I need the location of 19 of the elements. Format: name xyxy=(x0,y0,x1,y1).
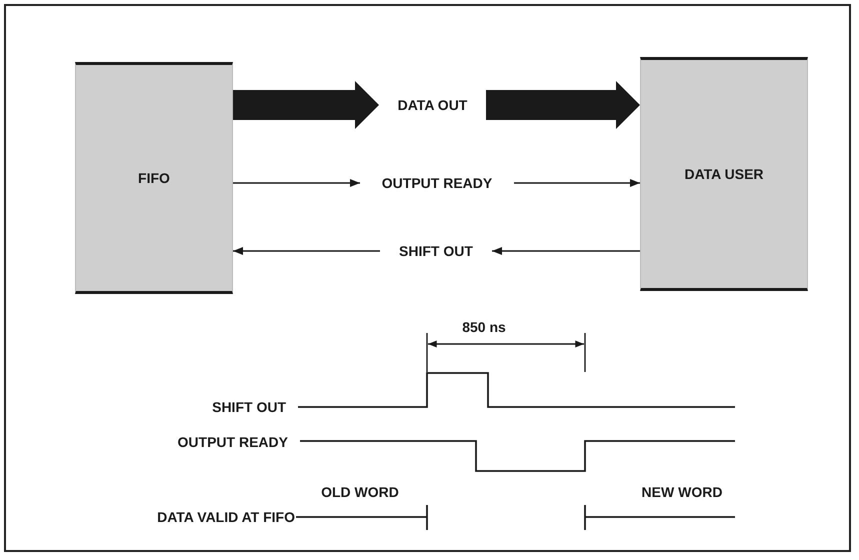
node-label: OUTPUT READY xyxy=(382,175,492,191)
timing-label: SHIFT OUT xyxy=(211,399,286,415)
node-label: SHIFT OUT xyxy=(399,243,473,259)
node-label: DATA OUT xyxy=(398,97,468,113)
timing-label: 850 ns xyxy=(461,319,507,335)
arrow xyxy=(233,247,380,255)
node-label: DATA USER xyxy=(684,166,764,182)
timing-label: OUTPUT READY xyxy=(176,434,288,450)
timing-label: DATA VALID AT FIFO xyxy=(156,509,295,525)
timing-label: NEW WORD xyxy=(640,484,724,500)
device-block xyxy=(640,57,808,291)
device-block xyxy=(75,62,233,294)
thick-arrow xyxy=(486,81,640,129)
arrow xyxy=(514,179,640,187)
thick-arrow xyxy=(233,81,379,129)
arrow xyxy=(233,179,360,187)
node-label: FIFO xyxy=(138,170,170,186)
timing-label: OLD WORD xyxy=(320,484,400,500)
arrow xyxy=(492,247,640,255)
